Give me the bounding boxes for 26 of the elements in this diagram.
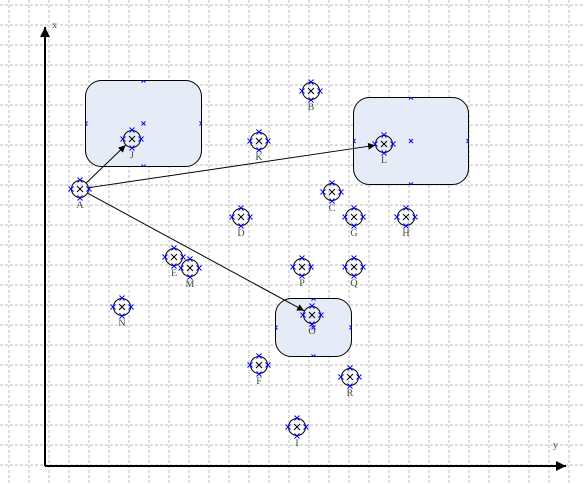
point-label: N <box>117 318 127 329</box>
point-label: O <box>307 326 317 337</box>
point-label: P <box>298 278 306 289</box>
rounded-box <box>275 298 352 357</box>
point-label: R <box>346 388 354 399</box>
point-label: A <box>75 200 85 211</box>
axis-label: y <box>553 440 558 451</box>
point-label: G <box>349 228 359 239</box>
point-label: F <box>255 376 263 387</box>
rounded-box <box>353 97 469 185</box>
arrow <box>86 144 126 184</box>
point-label: K <box>254 152 264 163</box>
rounded-box <box>85 80 202 167</box>
point-label: B <box>306 102 316 113</box>
point-label: I <box>294 438 300 449</box>
point-label: L <box>380 155 388 166</box>
point-label: D <box>236 228 246 239</box>
point-label: E <box>170 268 178 279</box>
arrow <box>88 142 376 188</box>
arrow <box>87 192 305 312</box>
point-label: J <box>129 150 135 161</box>
point-label: Q <box>349 278 359 289</box>
point-label: M <box>184 279 196 290</box>
axis-label: x <box>52 20 57 31</box>
point-label: H <box>401 228 411 239</box>
point-label: C <box>328 203 336 214</box>
